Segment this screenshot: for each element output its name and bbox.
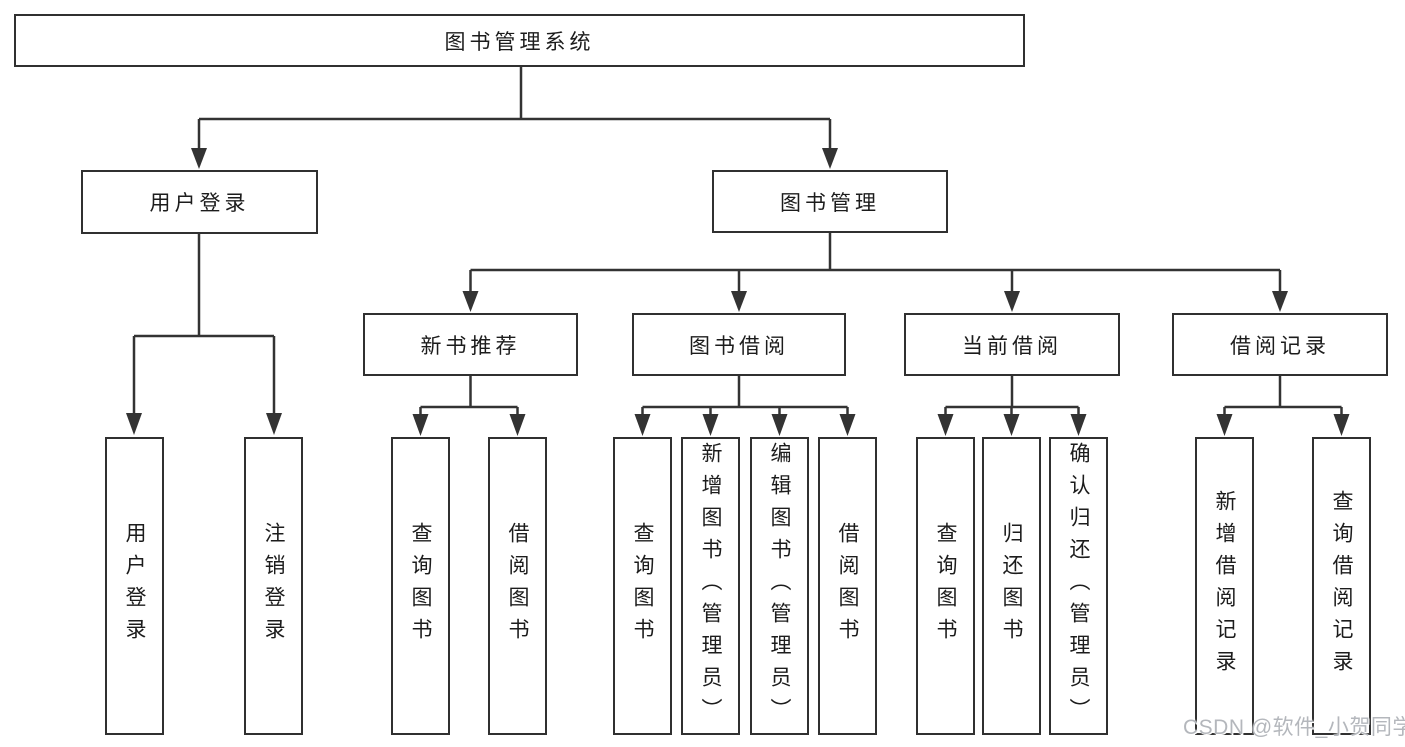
- node-label: 新书推荐: [420, 334, 521, 358]
- node-borrow-records: 借阅记录: [1172, 313, 1388, 376]
- arrow-down-icon: [731, 291, 747, 312]
- arrow-down-icon: [771, 414, 788, 436]
- connector-management-branch: [462, 233, 1288, 312]
- node-label: 借阅图书: [836, 522, 859, 650]
- arrow-down-icon: [1070, 414, 1087, 436]
- node-add-borrow-record: 新增借阅记录: [1195, 437, 1254, 735]
- arrow-down-icon: [462, 291, 479, 312]
- connector-recommend-section: [412, 376, 526, 436]
- node-query-borrow-record: 查询借阅记录: [1312, 437, 1371, 735]
- node-borrow-books-borrow: 借阅图书: [818, 437, 877, 735]
- node-user-login-leaf: 用户登录: [105, 437, 164, 735]
- node-label: 图书管理系统: [444, 30, 595, 54]
- arrow-down-icon: [266, 413, 282, 435]
- arrow-down-icon: [937, 414, 954, 436]
- node-label: 查询借阅记录: [1330, 490, 1353, 682]
- node-root: 图书管理系统: [14, 14, 1025, 67]
- node-edit-books-admin: 编辑图书（管理员）: [750, 437, 809, 735]
- arrow-down-icon: [1333, 414, 1350, 436]
- arrow-down-icon: [822, 148, 838, 169]
- arrow-down-icon: [191, 148, 207, 169]
- node-book-management-branch: 图书管理: [712, 170, 948, 233]
- node-label: 当前借阅: [962, 334, 1062, 358]
- arrow-down-icon: [1216, 414, 1233, 436]
- watermark: CSDN @软件_小贺同学: [1183, 716, 1405, 739]
- node-label: 确认归还（管理员）: [1067, 442, 1090, 730]
- arrow-down-icon: [1272, 291, 1288, 312]
- node-confirm-return-admin: 确认归还（管理员）: [1049, 437, 1108, 735]
- node-user-login-branch: 用户登录: [81, 170, 318, 234]
- arrow-down-icon: [1003, 414, 1020, 436]
- node-label: 新增借阅记录: [1213, 490, 1236, 682]
- arrow-down-icon: [634, 414, 651, 436]
- node-label: 用户登录: [149, 192, 250, 215]
- arrow-down-icon: [509, 414, 526, 436]
- node-label: 归还图书: [1000, 522, 1023, 650]
- connector-records-section: [1216, 376, 1350, 436]
- connector-login-branch: [126, 233, 282, 435]
- node-label: 借阅图书: [506, 522, 529, 650]
- arrow-down-icon: [839, 414, 856, 436]
- node-borrow-books-recommend: 借阅图书: [488, 437, 547, 735]
- node-label: 注销登录: [262, 522, 285, 650]
- node-query-books-current: 查询图书: [916, 437, 975, 735]
- node-label: 查询图书: [631, 522, 654, 650]
- node-new-book-recommend: 新书推荐: [363, 313, 578, 376]
- arrow-down-icon: [412, 414, 429, 436]
- connector-borrow-section: [634, 376, 856, 436]
- connector-current-section: [937, 376, 1087, 436]
- arrow-down-icon: [126, 413, 142, 435]
- arrow-down-icon: [1004, 291, 1020, 312]
- node-label: 图书借阅: [689, 334, 789, 358]
- node-label: 图书管理: [780, 191, 880, 215]
- node-book-borrow: 图书借阅: [632, 313, 846, 376]
- node-label: 新增图书（管理员）: [699, 442, 722, 730]
- node-query-books-recommend: 查询图书: [391, 437, 450, 735]
- connector-root-branch: [191, 66, 838, 169]
- node-add-books-admin: 新增图书（管理员）: [681, 437, 740, 735]
- node-label: 编辑图书（管理员）: [768, 442, 791, 730]
- node-label: 查询图书: [934, 522, 957, 650]
- node-return-books: 归还图书: [982, 437, 1041, 735]
- node-logout-leaf: 注销登录: [244, 437, 303, 735]
- node-query-books-borrow: 查询图书: [613, 437, 672, 735]
- node-current-borrow: 当前借阅: [904, 313, 1120, 376]
- node-label: 用户登录: [123, 522, 146, 650]
- node-label: 查询图书: [409, 522, 432, 650]
- arrow-down-icon: [702, 414, 719, 436]
- node-label: 借阅记录: [1230, 334, 1330, 358]
